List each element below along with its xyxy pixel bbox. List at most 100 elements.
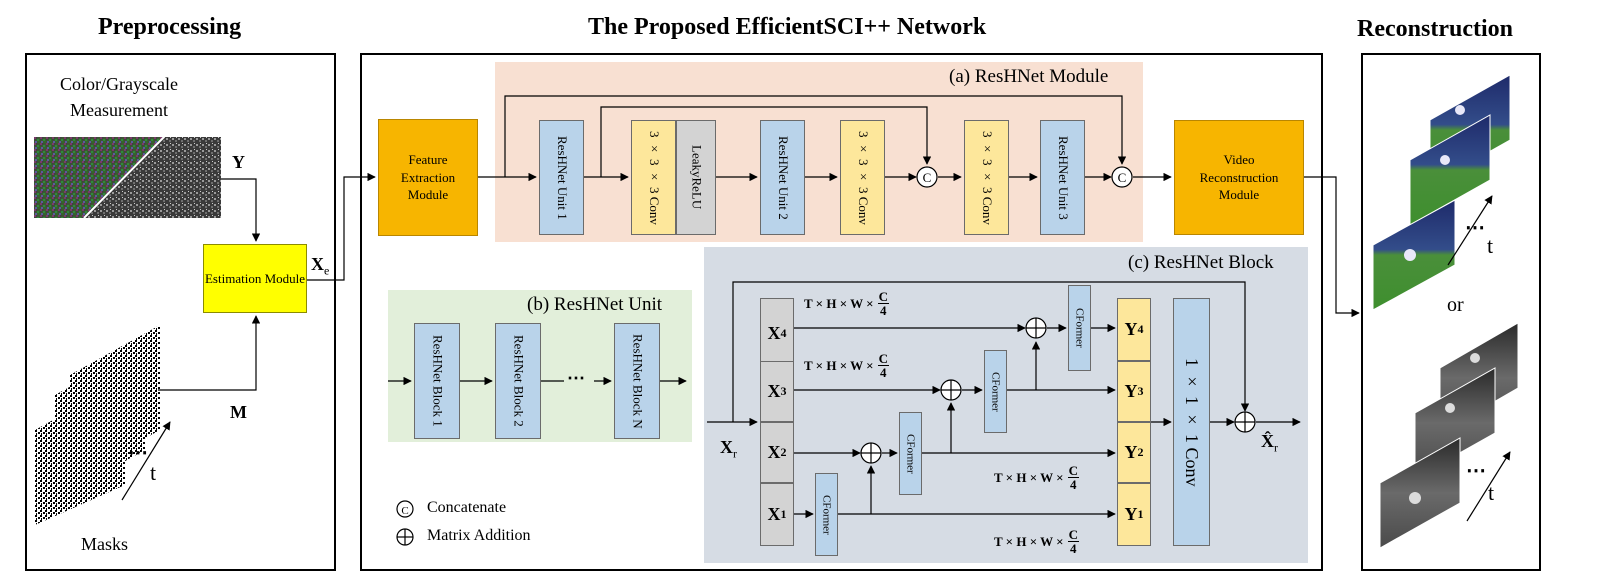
or-label: or	[1447, 294, 1464, 316]
dim-y2-den: 4	[1070, 477, 1077, 492]
x1-sub: 1	[780, 507, 787, 521]
concat-symbol-2: C	[1118, 170, 1127, 185]
x3-main: X	[767, 381, 781, 401]
cformer-4: CFormer	[1068, 285, 1091, 371]
dim-y2-num: C	[1067, 463, 1079, 478]
x2-main: X	[767, 442, 781, 462]
video-reconstruction-label: Video Reconstruction Module	[1199, 152, 1279, 203]
y3-main: Y	[1124, 381, 1138, 401]
feature-extraction-label: Feature Extraction Module	[400, 152, 456, 203]
reshnet-block-2: ResHNet Block 2	[495, 323, 541, 439]
cformer-1-label: CFormer	[820, 494, 833, 535]
dim-y1-prefix: T × H × W ×	[994, 533, 1064, 549]
dim-top-prefix: T × H × W ×	[804, 295, 874, 311]
dim-top-num: C	[877, 289, 889, 304]
x4-main: X	[767, 322, 781, 343]
grayscale-video-frames	[1375, 318, 1525, 558]
reshnet-unit-1-label: ResHNet Unit 1	[554, 135, 570, 220]
reshnet-unit-3-label: ResHNet Unit 3	[1055, 135, 1071, 220]
xe-sub: e	[324, 263, 330, 278]
dim-x3-den: 4	[880, 365, 887, 380]
y3-sub: 3	[1137, 384, 1144, 398]
dim-x3-prefix: T × H × W ×	[804, 357, 874, 373]
xe-label: Xe	[311, 254, 329, 279]
reshnet-module-region	[495, 62, 1143, 242]
masks-t-label: t	[150, 460, 157, 485]
y4-sub: 4	[1137, 322, 1144, 336]
leaky-relu: LeakyReLU	[676, 120, 716, 235]
masks-dots: ⋯	[128, 442, 148, 464]
y2-main: Y	[1124, 442, 1138, 462]
m-label: M	[230, 402, 247, 422]
conv-1x1x1: 1 × 1 × 1 Conv	[1173, 298, 1210, 546]
conv-1-label: 3 × 3 × 3 Conv	[646, 130, 662, 225]
concat-symbol-1: C	[923, 170, 932, 185]
y2-sub: 2	[1137, 445, 1144, 459]
dim-x3-num: C	[877, 351, 889, 366]
reshnet-block-1-label: ResHNet Block 1	[430, 335, 446, 427]
cformer-3: CFormer	[984, 350, 1007, 433]
preprocessing-title: Preprocessing	[98, 14, 242, 40]
conv-3-label: 3 × 3 × 3 Conv	[979, 130, 995, 225]
conv-1x1x1-label: 1 × 1 × 1 Conv	[1182, 357, 1203, 487]
legend-concatenate: Concatenate	[427, 499, 507, 516]
measurement-label-line1: Color/Grayscale	[60, 74, 178, 94]
reshnet-block-2-label: ResHNet Block 2	[511, 335, 527, 427]
cformer-2-label: CFormer	[904, 433, 917, 474]
leaky-relu-label: LeakyReLU	[689, 145, 705, 210]
cformer-3-label: CFormer	[989, 371, 1002, 412]
cformer-4-label: CFormer	[1073, 308, 1086, 348]
legend-concat-symbol: C	[401, 505, 408, 517]
dim-y1-num: C	[1067, 527, 1079, 542]
estimation-module: Estimation Module	[203, 244, 307, 313]
recon-t-top: t	[1487, 233, 1494, 258]
reshnet-block-n: ResHNet Block N	[614, 323, 660, 439]
reshnet-unit-1: ResHNet Unit 1	[539, 120, 584, 235]
x4-sub: 4	[780, 325, 787, 340]
xr-main: X	[720, 437, 733, 457]
conv-3: 3 × 3 × 3 Conv	[964, 120, 1009, 235]
conv-2: 3 × 3 × 3 Conv	[840, 120, 885, 235]
masks-label: Masks	[81, 534, 129, 554]
conv-1: 3 × 3 × 3 Conv	[631, 120, 676, 235]
x3-sub: 3	[780, 384, 787, 398]
reshnet-block-1: ResHNet Block 1	[414, 323, 460, 439]
feature-extraction-module: Feature Extraction Module	[378, 119, 478, 236]
reshnet-module-label: (a) ResHNet Module	[949, 66, 1109, 87]
reshnet-unit-2: ResHNet Unit 2	[760, 120, 805, 235]
y-label: Y	[232, 152, 245, 172]
recon-t-bottom: t	[1488, 480, 1495, 505]
video-reconstruction-module: Video Reconstruction Module	[1174, 120, 1304, 235]
legend-matrix-addition: Matrix Addition	[427, 527, 531, 544]
x1-main: X	[767, 504, 781, 524]
reshnet-unit-label: (b) ResHNet Unit	[527, 294, 663, 315]
reshnet-unit-2-label: ResHNet Unit 2	[775, 135, 791, 220]
masks-image-stack	[30, 320, 170, 530]
xhat-main: X̂	[1261, 431, 1274, 451]
xhat-label: X̂r	[1261, 431, 1278, 456]
reconstruction-title: Reconstruction	[1357, 16, 1513, 42]
cformer-1: CFormer	[815, 473, 838, 556]
network-title: The Proposed EfficientSCI++ Network	[588, 14, 987, 40]
dim-top-den: 4	[880, 303, 887, 318]
reshnet-unit-3: ResHNet Unit 3	[1040, 120, 1085, 235]
dim-y1-den: 4	[1070, 541, 1077, 556]
xr-label: Xr	[720, 437, 737, 462]
dim-y2-prefix: T × H × W ×	[994, 469, 1064, 485]
cformer-2: CFormer	[899, 412, 922, 495]
color-video-frames	[1370, 70, 1520, 320]
